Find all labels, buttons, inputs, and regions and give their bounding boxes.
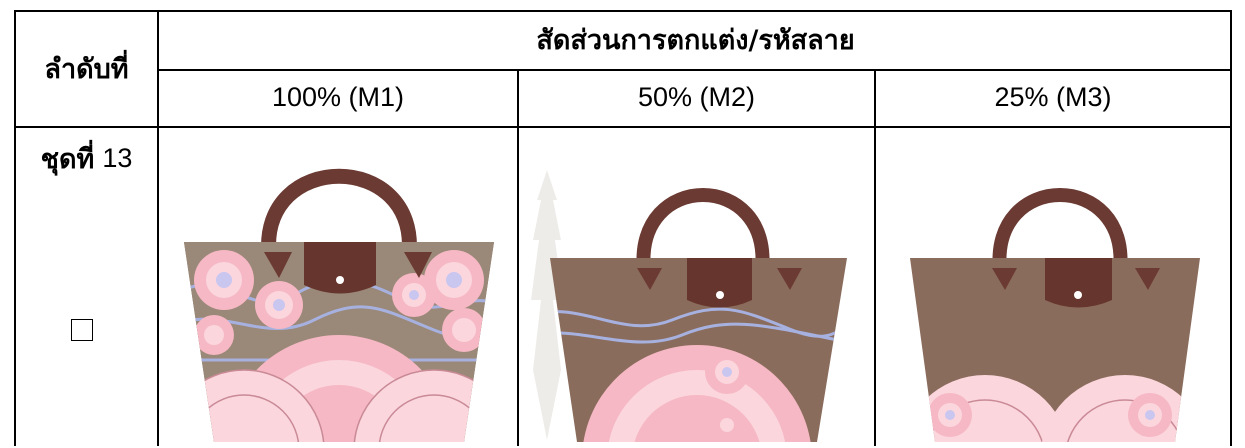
- select-checkbox[interactable]: [71, 319, 93, 341]
- column-header-m2: 50% (M2): [637, 82, 756, 112]
- header-bottom-border: [14, 126, 1232, 128]
- bag-m1-image: [184, 168, 494, 442]
- column-header-m3: 25% (M3): [994, 82, 1112, 112]
- table-border-top: [14, 10, 1232, 12]
- table-border-right: [1230, 10, 1232, 446]
- bag-m3-image: [910, 188, 1200, 442]
- column-divider-1: [517, 69, 519, 446]
- index-column-border: [157, 10, 159, 446]
- bag-m2-image: [550, 188, 847, 442]
- column-divider-2: [874, 69, 876, 446]
- decoration-ratio-table: ลำดับที่ สัดส่วนการตกแต่ง/รหัสลาย 100% (…: [14, 10, 1232, 446]
- watermark-emblem: [531, 170, 563, 440]
- table-border-left: [14, 10, 16, 446]
- header-divider: [159, 69, 1232, 71]
- set-label: ชุดที่ 13: [14, 128, 159, 188]
- index-header: ลำดับที่: [44, 53, 129, 85]
- set-label-number: 13: [102, 142, 133, 173]
- set-label-prefix: ชุดที่: [40, 143, 95, 175]
- column-header-m1: 100% (M1): [271, 82, 405, 112]
- decoration-ratio-header: สัดส่วนการตกแต่ง/รหัสลาย: [536, 25, 855, 56]
